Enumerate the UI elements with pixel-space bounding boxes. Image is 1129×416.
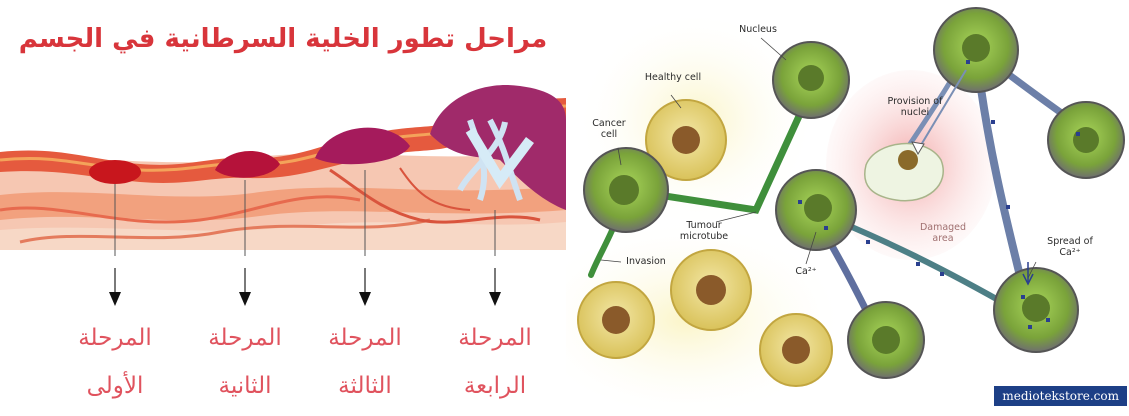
label-ca: Ca²⁺	[788, 266, 824, 277]
healthy-cell	[578, 282, 654, 358]
label-invasion: Invasion	[621, 256, 671, 267]
cancer-cell	[773, 42, 849, 118]
label-cancer-cell: Cancer cell	[590, 118, 628, 140]
watermark: mediotekstore.com	[994, 386, 1127, 406]
arrow-down-icon	[355, 268, 375, 308]
label-tumour-microtube: Tumour microtube	[674, 220, 734, 242]
tissue-cross-section	[0, 60, 566, 310]
stage-1-label: المرحلة الأولى	[60, 314, 170, 410]
stage-word: المرحلة	[310, 314, 420, 362]
cancer-cell	[934, 8, 1018, 92]
cancer-cell	[584, 148, 668, 232]
cancer-cell	[776, 170, 856, 250]
stage-ordinal: الثانية	[190, 362, 300, 410]
stage-1-tumour	[89, 160, 141, 184]
arrow-down-icon	[235, 268, 255, 308]
stage-ordinal: الأولى	[60, 362, 170, 410]
label-nucleus: Nucleus	[728, 24, 788, 35]
stage-word: المرحلة	[60, 314, 170, 362]
arrow-down-icon	[105, 268, 125, 308]
stage-word: المرحلة	[440, 314, 550, 362]
label-damaged-area: Damaged area	[918, 222, 968, 244]
cancer-cell	[1048, 102, 1124, 178]
stage-word: المرحلة	[190, 314, 300, 362]
stage-ordinal: الثالثة	[310, 362, 420, 410]
label-spread-of-ca: Spread of Ca²⁺	[1042, 236, 1098, 258]
stage-2-label: المرحلة الثانية	[190, 314, 300, 410]
stage-ordinal: الرابعة	[440, 362, 550, 410]
label-provision-of-nuclei: Provision of nuclei	[886, 96, 944, 118]
tumour-network-panel: Healthy cell Nucleus Cancer cell Tumour …	[566, 0, 1129, 416]
cancer-cell	[848, 302, 924, 378]
cell-network-diagram	[566, 0, 1129, 416]
healthy-cell	[671, 250, 751, 330]
healthy-cell	[760, 314, 832, 386]
cancer-stages-panel: مراحل تطور الخلية السرطانية في الجسم	[0, 0, 566, 416]
stage-4-label: المرحلة الرابعة	[440, 314, 550, 410]
label-healthy-cell: Healthy cell	[638, 72, 708, 83]
arrow-down-icon	[485, 268, 505, 308]
stage-3-label: المرحلة الثالثة	[310, 314, 420, 410]
damaged-cell	[865, 144, 943, 201]
panel-title: مراحل تطور الخلية السرطانية في الجسم	[0, 24, 566, 54]
cancer-cell	[994, 268, 1078, 352]
